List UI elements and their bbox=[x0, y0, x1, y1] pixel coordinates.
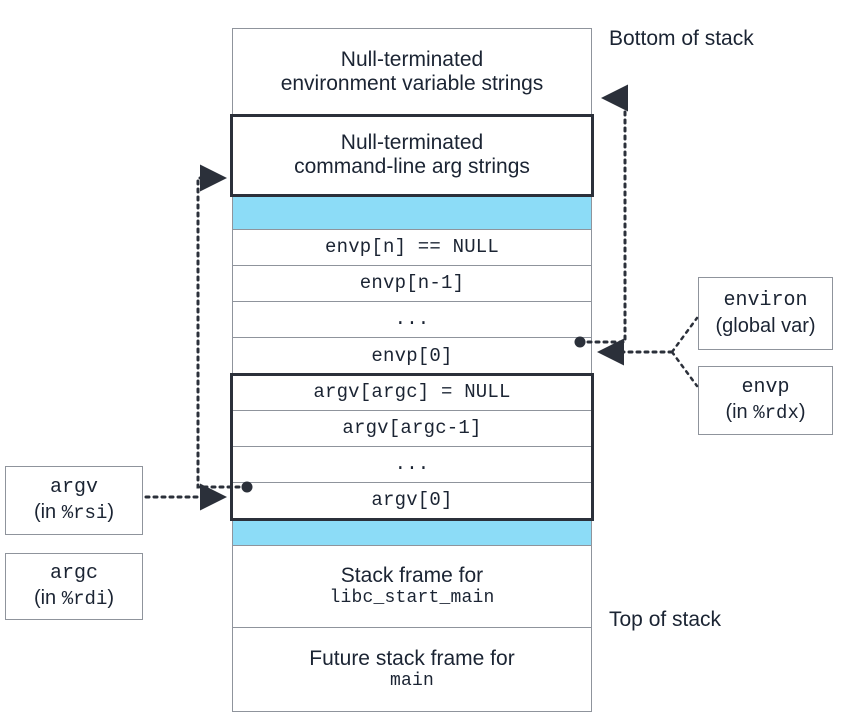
cell-envp-ellipsis: ... bbox=[232, 302, 592, 338]
sidebox-argc-qualifier-prefix: (in bbox=[33, 587, 62, 610]
cell-argv-ellipsis-text: ... bbox=[394, 453, 430, 476]
cell-frame-libc-start-main-line2: libc_start_main bbox=[329, 588, 495, 609]
cell-envp-0: envp[0] bbox=[232, 338, 592, 375]
cell-envp-n: envp[n] == NULL bbox=[232, 230, 592, 266]
cell-frame-libc-start-main-line1: Stack frame for bbox=[340, 563, 484, 587]
caption-top-of-stack: Top of stack bbox=[609, 608, 722, 631]
sidebox-argv-qualifier-suffix: ) bbox=[107, 501, 115, 524]
sidebox-envp-register: %rdx bbox=[753, 402, 799, 425]
cell-argv-argc-text: argv[argc] = NULL bbox=[313, 381, 511, 404]
cell-frame-main: Future stack frame for main bbox=[232, 628, 592, 712]
stack-column: Null-terminated environment variable str… bbox=[230, 28, 594, 712]
cell-argv-argc-1: argv[argc-1] bbox=[232, 411, 592, 447]
cell-argv-0-text: argv[0] bbox=[371, 489, 453, 512]
sidebox-argc-qualifier-suffix: ) bbox=[107, 587, 115, 610]
sidebox-envp-name: envp bbox=[741, 375, 790, 399]
cell-env-strings-line1: Null-terminated bbox=[340, 47, 484, 71]
sidebox-argc-qualifier: (in %rdi) bbox=[34, 586, 114, 611]
cell-padding-band-top bbox=[232, 195, 592, 230]
caption-bottom-of-stack: Bottom of stack bbox=[609, 27, 754, 50]
cell-envp-n-1-text: envp[n-1] bbox=[359, 272, 465, 295]
sidebox-argc-name: argc bbox=[49, 561, 98, 585]
cell-padding-band-bottom bbox=[232, 519, 592, 546]
sidebox-argv-qualifier: (in %rsi) bbox=[34, 500, 114, 525]
sidebox-argc-register: %rdi bbox=[61, 588, 108, 611]
sidebox-envp-qualifier-prefix: (in bbox=[725, 401, 754, 424]
cell-envp-n-text: envp[n] == NULL bbox=[324, 236, 500, 259]
sidebox-environ: environ (global var) bbox=[698, 277, 833, 350]
cell-arg-strings-line1: Null-terminated bbox=[340, 130, 484, 154]
sidebox-environ-qualifier: (global var) bbox=[715, 314, 815, 338]
cell-env-strings: Null-terminated environment variable str… bbox=[232, 28, 592, 116]
sidebox-argc: argc (in %rdi) bbox=[5, 553, 143, 620]
cell-argv-0: argv[0] bbox=[232, 483, 592, 519]
cell-frame-main-line2: main bbox=[389, 671, 434, 692]
pointer-envp-to-envp-0 bbox=[574, 316, 699, 388]
sidebox-argv-register: %rsi bbox=[61, 502, 108, 525]
cell-argv-argc: argv[argc] = NULL bbox=[232, 375, 592, 411]
cell-argv-ellipsis: ... bbox=[232, 447, 592, 483]
cell-arg-strings-line2: command-line arg strings bbox=[294, 155, 530, 178]
sidebox-environ-qualifier-text: (global var) bbox=[715, 314, 816, 337]
sidebox-envp-qualifier-suffix: ) bbox=[798, 401, 806, 424]
cell-envp-n-1: envp[n-1] bbox=[232, 266, 592, 302]
sidebox-envp-qualifier: (in %rdx) bbox=[725, 400, 805, 425]
sidebox-argv-name: argv bbox=[49, 475, 98, 499]
cell-frame-libc-start-main: Stack frame for libc_start_main bbox=[232, 546, 592, 628]
sidebox-argv-qualifier-prefix: (in bbox=[33, 501, 62, 524]
sidebox-envp: envp (in %rdx) bbox=[698, 366, 833, 435]
cell-argv-argc-1-text: argv[argc-1] bbox=[342, 417, 482, 440]
sidebox-argv: argv (in %rsi) bbox=[5, 466, 143, 535]
cell-frame-main-line1: Future stack frame for bbox=[309, 646, 515, 670]
cell-envp-ellipsis-text: ... bbox=[394, 308, 430, 331]
cell-arg-strings: Null-terminated command-line arg strings bbox=[232, 116, 592, 195]
cell-envp-0-text: envp[0] bbox=[371, 344, 453, 367]
sidebox-environ-name: environ bbox=[723, 289, 808, 313]
cell-env-strings-line2: environment variable strings bbox=[280, 72, 544, 95]
